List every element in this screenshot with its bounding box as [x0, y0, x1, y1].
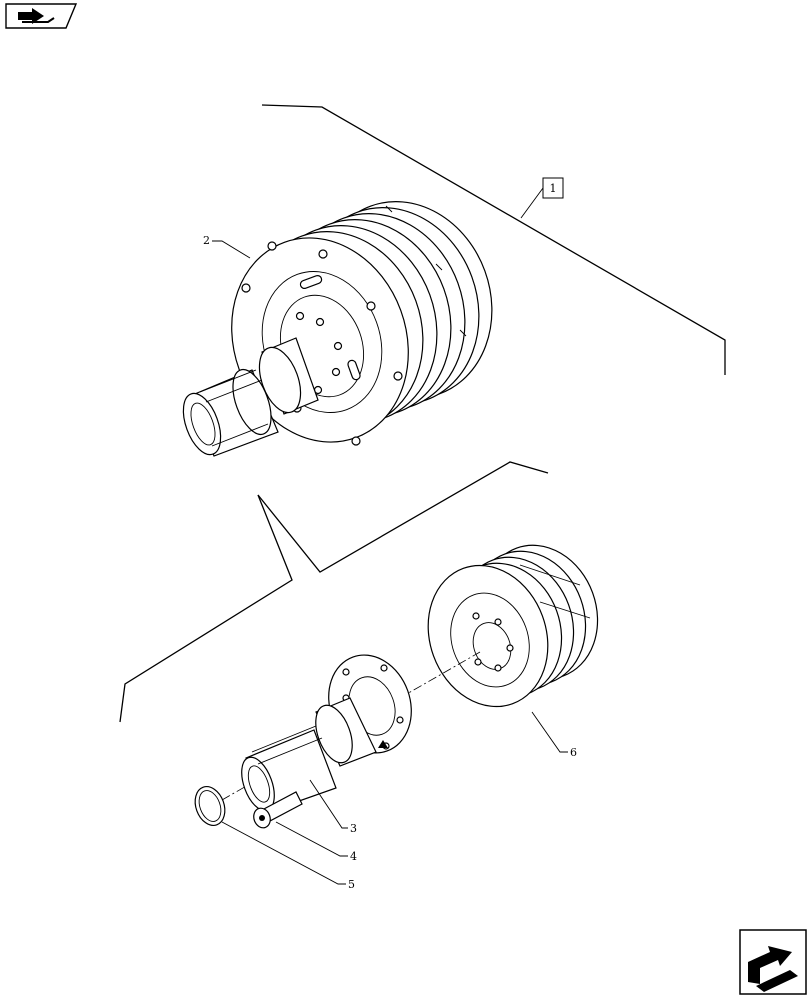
callout-2: 2 [203, 234, 251, 259]
screw-drawing [253, 791, 303, 829]
callout-3: 3 [309, 779, 357, 835]
callout-1-box: 1 [520, 177, 564, 219]
callout-6: 6 [531, 711, 577, 759]
svg-text:2: 2 [203, 234, 210, 247]
sub-assembly-bracket [119, 461, 549, 723]
next-page-icon[interactable] [739, 929, 807, 995]
svg-text:3: 3 [350, 822, 357, 835]
clutch-pack-drawing [427, 544, 599, 708]
previous-page-icon[interactable] [5, 3, 78, 29]
svg-text:4: 4 [350, 850, 357, 863]
callout-5: 5 [221, 821, 355, 891]
assembled-clutch-drawing [182, 201, 493, 457]
splined-shaft-drawing [241, 654, 412, 813]
callout-4: 4 [275, 821, 357, 863]
assembly-bracket [261, 104, 726, 375]
svg-text:6: 6 [570, 746, 577, 759]
svg-text:5: 5 [348, 878, 355, 891]
o-ring-drawing [194, 786, 226, 826]
callout-1: 1 [550, 182, 557, 195]
